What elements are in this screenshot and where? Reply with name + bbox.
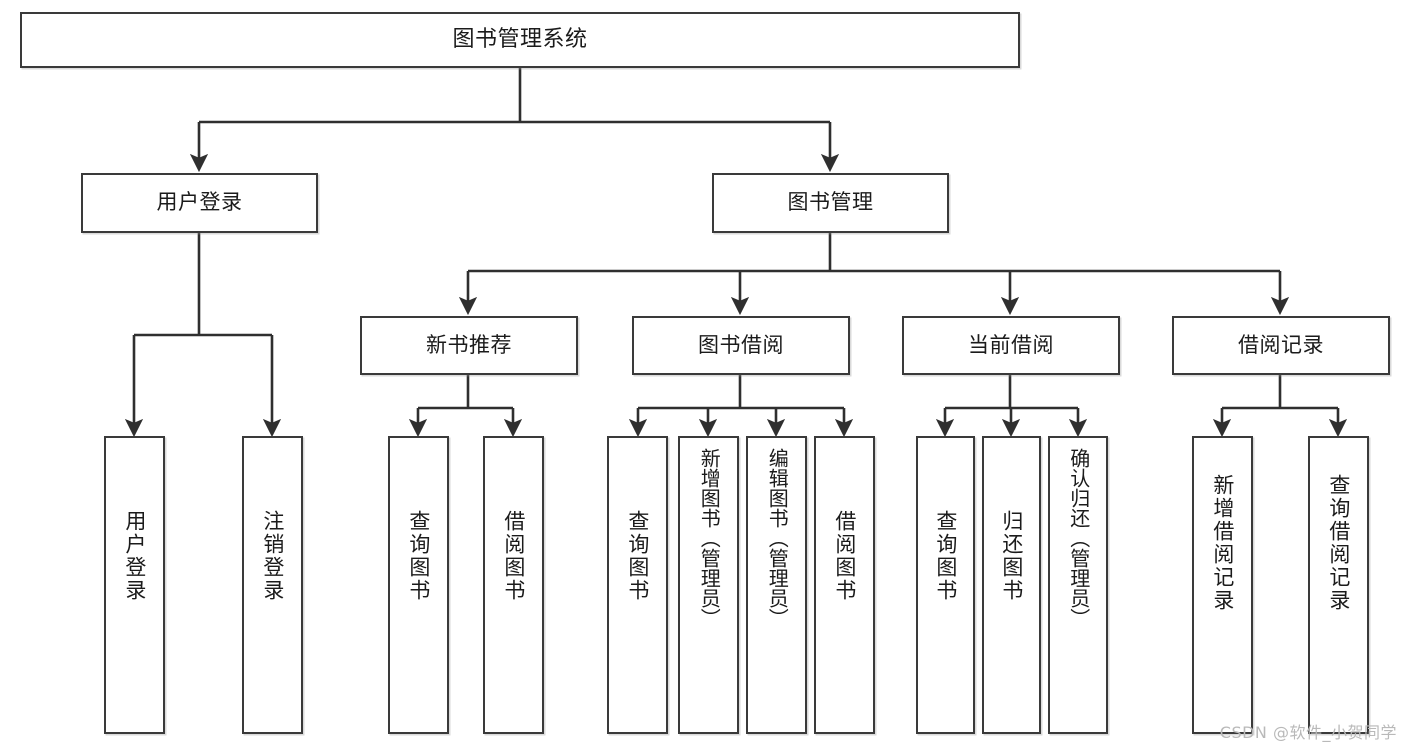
- leaf-book-borrow-add-book-admin[interactable]: 新增图书（管理员）: [678, 436, 739, 734]
- node-label: 图书借阅: [698, 332, 784, 357]
- node-label: 借阅图书: [501, 510, 526, 602]
- node-book-borrowing[interactable]: 图书借阅: [632, 316, 850, 375]
- node-label: 当前借阅: [968, 332, 1054, 357]
- node-label: 图书管理系统: [452, 26, 588, 52]
- leaf-query-borrow-record[interactable]: 查询借阅记录: [1308, 436, 1369, 734]
- leaf-current-borrow-confirm-return-admin[interactable]: 确认归还（管理员）: [1048, 436, 1108, 734]
- node-label: 归还图书: [999, 510, 1024, 602]
- node-borrowing-record[interactable]: 借阅记录: [1172, 316, 1390, 375]
- node-book-management[interactable]: 图书管理: [712, 173, 949, 233]
- node-label: 新增借阅记录: [1210, 474, 1235, 612]
- node-label: 用户登录: [156, 190, 243, 215]
- node-label: 确认归还（管理员）: [1066, 448, 1091, 628]
- leaf-new-book-query-book[interactable]: 查询图书: [388, 436, 449, 734]
- node-label: 查询借阅记录: [1326, 474, 1351, 612]
- node-label: 查询图书: [406, 510, 431, 602]
- node-new-book-recommendation[interactable]: 新书推荐: [360, 316, 578, 375]
- node-root-book-management-system[interactable]: 图书管理系统: [20, 12, 1020, 68]
- node-user-login[interactable]: 用户登录: [81, 173, 318, 233]
- node-label: 编辑图书（管理员）: [765, 448, 790, 628]
- leaf-user-login[interactable]: 用户登录: [104, 436, 165, 734]
- node-label: 新书推荐: [426, 332, 512, 357]
- leaf-current-borrow-query-book[interactable]: 查询图书: [916, 436, 975, 734]
- node-current-borrowing[interactable]: 当前借阅: [902, 316, 1120, 375]
- leaf-add-borrow-record[interactable]: 新增借阅记录: [1192, 436, 1253, 734]
- node-label: 图书管理: [787, 190, 874, 215]
- node-label: 注销登录: [260, 510, 285, 602]
- csdn-watermark: CSDN @软件_小贺同学: [1219, 723, 1397, 742]
- leaf-current-borrow-return-book[interactable]: 归还图书: [982, 436, 1041, 734]
- node-label: 借阅记录: [1238, 332, 1324, 357]
- leaf-book-borrow-edit-book-admin[interactable]: 编辑图书（管理员）: [746, 436, 807, 734]
- node-label: 借阅图书: [832, 510, 857, 602]
- node-label: 用户登录: [122, 510, 147, 602]
- leaf-new-book-borrow-book[interactable]: 借阅图书: [483, 436, 544, 734]
- leaf-book-borrow-borrow-book[interactable]: 借阅图书: [814, 436, 875, 734]
- node-label: 查询图书: [933, 510, 958, 602]
- leaf-book-borrow-query-book[interactable]: 查询图书: [607, 436, 668, 734]
- node-label: 新增图书（管理员）: [697, 448, 722, 628]
- node-label: 查询图书: [625, 510, 650, 602]
- leaf-logout-login[interactable]: 注销登录: [242, 436, 303, 734]
